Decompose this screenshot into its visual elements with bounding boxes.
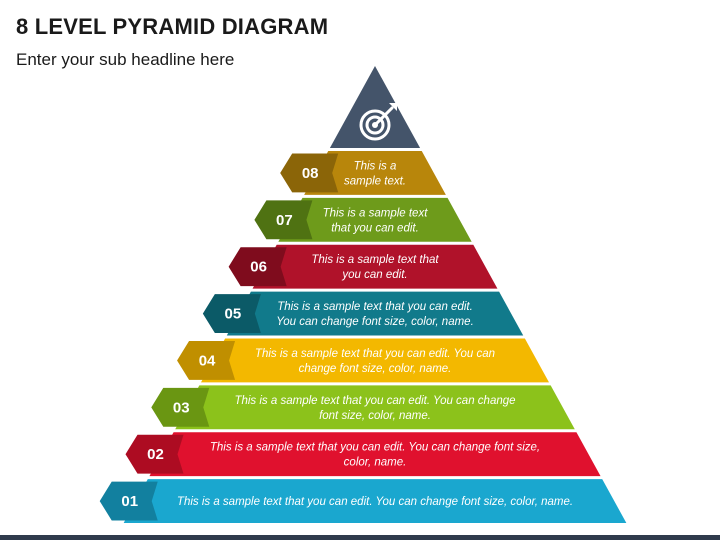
level-number: 02 bbox=[147, 446, 164, 463]
pyramid-level-02 bbox=[149, 432, 601, 477]
level-text: This is a bbox=[354, 160, 397, 172]
level-number: 01 bbox=[121, 493, 138, 510]
level-text: color, name. bbox=[344, 457, 407, 469]
pyramid-level-06 bbox=[252, 244, 498, 289]
level-text: This is a sample text bbox=[323, 207, 429, 219]
level-text: This is a sample text that you can edit. bbox=[277, 301, 473, 313]
pyramid-apex bbox=[329, 66, 421, 148]
footer-bar bbox=[0, 535, 720, 540]
pyramid-level-07 bbox=[278, 197, 472, 242]
level-text: You can change font size, color, name. bbox=[276, 316, 474, 328]
level-tag-08 bbox=[280, 153, 339, 193]
level-number: 06 bbox=[250, 259, 267, 276]
level-text: This is a sample text that you can edit.… bbox=[234, 395, 515, 407]
page-subtitle: Enter your sub headline here bbox=[16, 50, 235, 69]
pyramid-level-01 bbox=[123, 479, 627, 523]
level-number: 03 bbox=[173, 399, 190, 416]
level-text: that you can edit. bbox=[331, 222, 419, 234]
level-text: you can edit. bbox=[341, 269, 407, 281]
level-tag-03 bbox=[151, 387, 210, 427]
level-tag-01 bbox=[99, 481, 158, 521]
level-number: 07 bbox=[276, 212, 293, 229]
page-title: 8 LEVEL PYRAMID DIAGRAM bbox=[16, 14, 329, 39]
level-tag-07 bbox=[254, 200, 313, 240]
level-number: 05 bbox=[224, 306, 241, 323]
level-number: 08 bbox=[302, 165, 319, 182]
level-tag-06 bbox=[228, 247, 287, 287]
level-tag-04 bbox=[177, 341, 236, 380]
pyramid-level-05 bbox=[226, 291, 524, 336]
level-text: font size, color, name. bbox=[319, 410, 431, 422]
level-text: sample text. bbox=[344, 175, 406, 187]
level-number: 04 bbox=[199, 352, 216, 369]
level-tag-05 bbox=[202, 294, 261, 333]
target-icon bbox=[359, 103, 397, 141]
pyramid-level-03 bbox=[175, 385, 575, 430]
level-text: This is a sample text that bbox=[311, 254, 439, 266]
level-text: change font size, color, name. bbox=[299, 363, 452, 375]
pyramid-level-08 bbox=[304, 151, 446, 195]
level-text: This is a sample text that you can edit.… bbox=[177, 496, 573, 508]
pyramid-level-04 bbox=[200, 338, 550, 383]
level-text: This is a sample text that you can edit.… bbox=[210, 442, 540, 454]
level-tag-02 bbox=[125, 434, 184, 474]
level-text: This is a sample text that you can edit.… bbox=[255, 348, 495, 360]
